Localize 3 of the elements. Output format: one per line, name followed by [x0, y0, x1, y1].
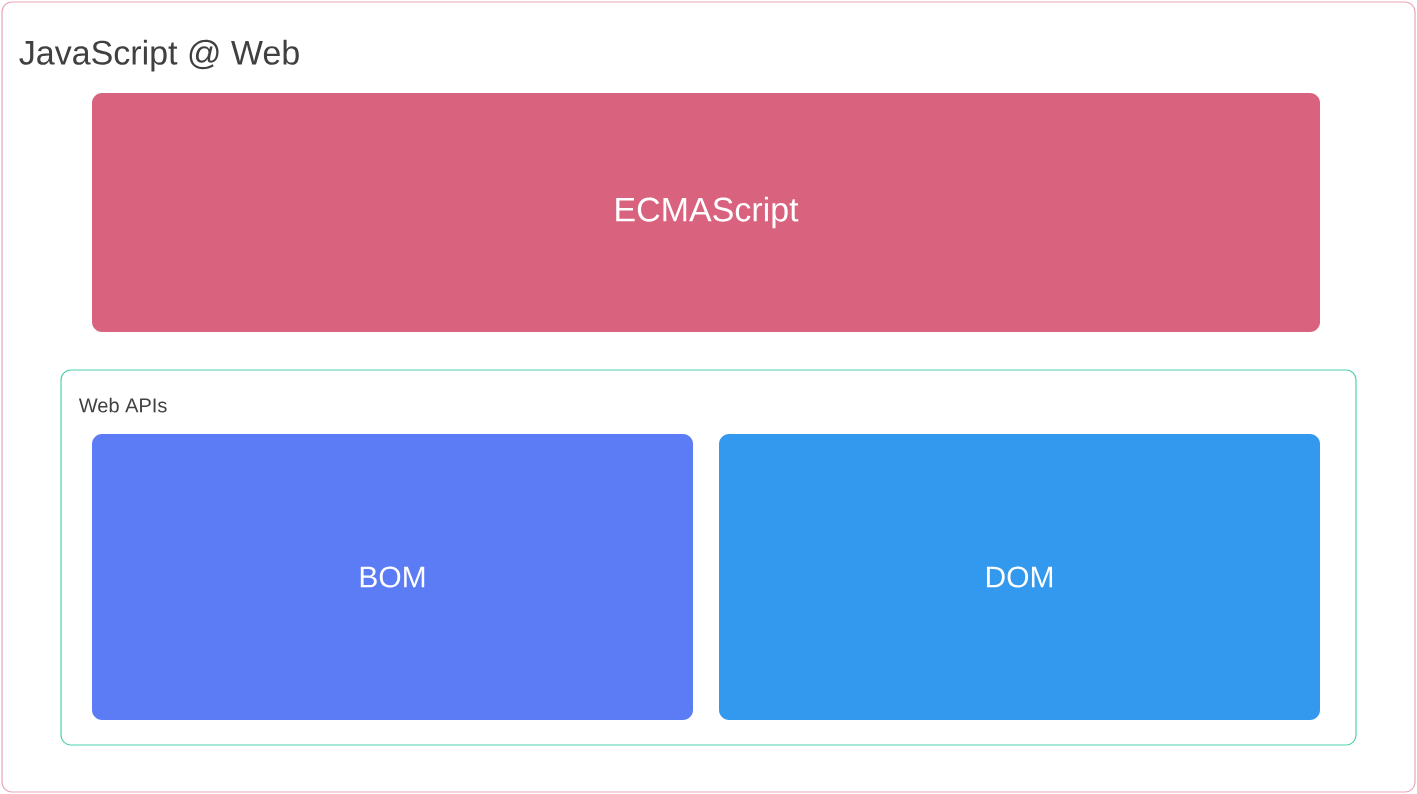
layer-box: DOM [719, 434, 1320, 720]
layer-box: ECMAScript [92, 93, 1320, 332]
layer-box: BOM [92, 434, 693, 720]
